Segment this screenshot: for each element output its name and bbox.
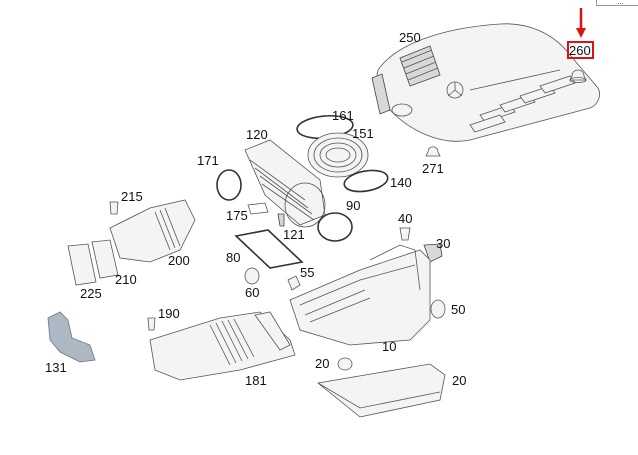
part-250-engine-cover[interactable] [371, 23, 600, 142]
part-140-seal[interactable] [343, 167, 390, 194]
part-171-seal-ring[interactable] [216, 169, 242, 201]
label-10[interactable]: 10 [382, 339, 397, 354]
corner-box: ... [596, 0, 638, 6]
part-215-frame[interactable] [67, 243, 97, 286]
label-120[interactable]: 120 [246, 127, 268, 142]
label-171[interactable]: 171 [197, 153, 219, 168]
part-10-air-filter-housing[interactable] [289, 244, 431, 346]
part-260-rubber-mount[interactable] [569, 69, 587, 83]
label-151[interactable]: 151 [352, 126, 374, 141]
part-121-clip[interactable] [277, 213, 285, 227]
label-140[interactable]: 140 [390, 175, 412, 190]
label-121[interactable]: 121 [283, 227, 305, 242]
part-50-grommet[interactable] [337, 357, 353, 371]
label-20[interactable]: 20 [452, 373, 467, 388]
label-40[interactable]: 40 [398, 211, 413, 226]
part-120-intake-duct[interactable] [244, 139, 326, 228]
part-60-grommet[interactable] [430, 299, 446, 319]
part-225-clip[interactable] [109, 201, 119, 215]
label-225[interactable]: 215 [121, 189, 143, 204]
part-20-air-filter[interactable] [317, 363, 446, 418]
part-271-rubber-mount[interactable] [425, 146, 441, 157]
label-181[interactable]: 181 [245, 373, 267, 388]
label-131[interactable]: 131 [45, 360, 67, 375]
highlight-arrow [576, 8, 586, 38]
label-260[interactable]: 260 [569, 43, 591, 58]
part-90-seal[interactable] [317, 212, 353, 242]
label-55[interactable]: 55 [300, 265, 315, 280]
part-80-seal[interactable] [234, 229, 304, 269]
part-181-intake-duct[interactable] [149, 311, 296, 381]
label-250[interactable]: 250 [399, 30, 421, 45]
label-80[interactable]: 80 [226, 250, 241, 265]
part-40-grommet[interactable] [399, 227, 411, 241]
part-70-grommet[interactable] [244, 267, 260, 285]
label-50[interactable]: 20 [315, 356, 330, 371]
part-151-bellows[interactable] [307, 132, 369, 178]
part-30-sensor[interactable] [423, 243, 443, 263]
part-175-pad[interactable] [247, 202, 269, 215]
label-60[interactable]: 50 [451, 302, 466, 317]
part-200-air-duct[interactable] [109, 199, 196, 263]
label-271[interactable]: 271 [422, 161, 444, 176]
label-175[interactable]: 175 [226, 208, 248, 223]
label-210[interactable]: 210 [115, 272, 137, 287]
label-190[interactable]: 190 [158, 306, 180, 321]
label-161[interactable]: 161 [332, 108, 354, 123]
label-215[interactable]: 225 [80, 286, 102, 301]
label-70[interactable]: 60 [245, 285, 260, 300]
label-90[interactable]: 90 [346, 198, 361, 213]
part-190-clip[interactable] [147, 317, 156, 331]
label-200[interactable]: 200 [168, 253, 190, 268]
part-55-grommet[interactable] [287, 275, 301, 291]
highlight-box [567, 41, 594, 59]
part-131-bracket[interactable] [47, 311, 96, 363]
label-30[interactable]: 30 [436, 236, 451, 251]
part-210-grille[interactable] [91, 239, 119, 279]
